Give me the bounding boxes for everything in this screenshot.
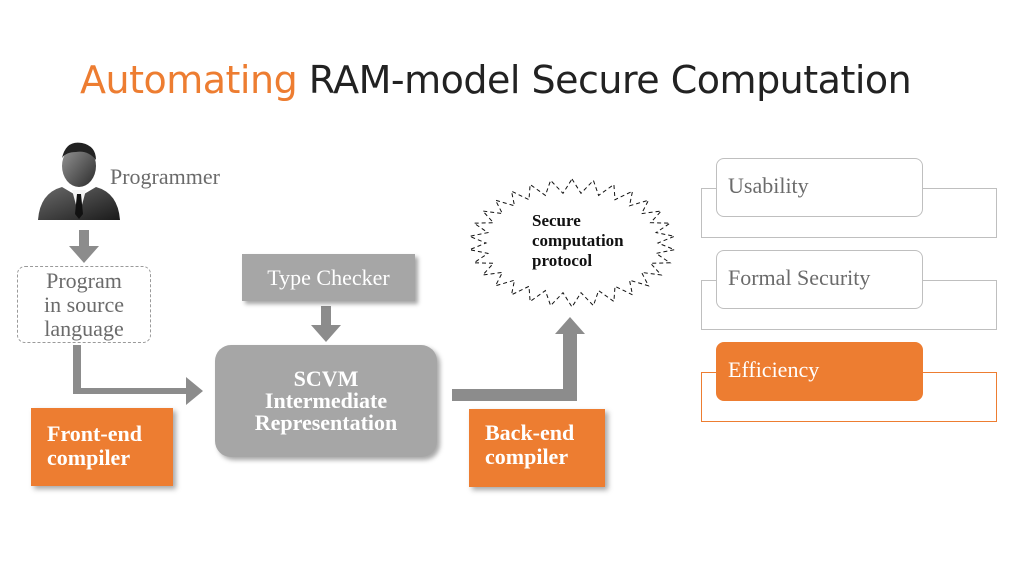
- property-formal-security: Formal Security: [716, 250, 923, 309]
- arrow-scvm-to-protocol: [452, 317, 585, 401]
- property-label: Formal Security: [728, 265, 871, 290]
- backend-compiler-box: Back-end compiler: [469, 409, 605, 487]
- protocol-label: Secure computation protocol: [532, 211, 624, 270]
- arrow-source-to-scvm: [73, 345, 203, 405]
- page-title: Automating RAM-model Secure Computation: [80, 58, 912, 102]
- type-checker-box: Type Checker: [242, 254, 415, 301]
- property-usability: Usability: [716, 158, 923, 217]
- title-accent: Automating: [80, 58, 298, 102]
- title-rest: RAM-model Secure Computation: [297, 58, 912, 102]
- starburst-outline: [467, 178, 677, 308]
- arrow-programmer-to-source: [69, 230, 99, 263]
- frontend-compiler-box: Front-end compiler: [31, 408, 173, 486]
- property-label: Usability: [728, 173, 809, 198]
- source-program-box: Program in source language: [17, 266, 151, 343]
- scvm-box: SCVM Intermediate Representation: [215, 345, 437, 457]
- programmer-icon: [38, 142, 120, 220]
- programmer-label: Programmer: [110, 164, 220, 189]
- property-efficiency: Efficiency: [716, 342, 923, 401]
- arrow-typechecker-to-scvm: [311, 306, 341, 342]
- protocol-starburst: [467, 178, 677, 308]
- property-label: Efficiency: [728, 357, 820, 382]
